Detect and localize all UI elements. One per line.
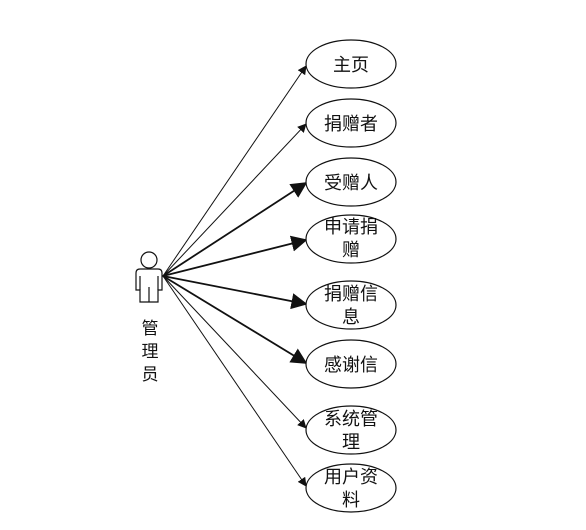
associations (162, 65, 308, 487)
actor-figure (135, 251, 163, 303)
actor-label-char-3: 员 (142, 365, 159, 385)
use-case-donation-info[interactable] (305, 280, 397, 330)
association-arrow-donation-info (162, 275, 308, 310)
use-case-donor-label: 捐赠者 (324, 114, 378, 135)
association-arrow-system-management (162, 275, 307, 429)
use-cases (305, 39, 397, 513)
use-case-thank-you-letter-label: 感谢信 (324, 355, 378, 376)
use-case-system-management-label-line-1: 系统管 (324, 409, 378, 430)
use-case-recipient-label: 受赠人 (324, 173, 378, 194)
actor-body-icon (135, 268, 163, 303)
use-case-apply-donation-label-line-1: 申请捐 (324, 217, 378, 238)
use-case-donor[interactable] (305, 98, 397, 148)
actor-head-icon (140, 251, 158, 269)
use-case-donation-info-label-line-1: 捐赠信 (324, 284, 378, 305)
use-case-apply-donation-label-line-2: 赠 (342, 240, 360, 261)
association-arrow-recipient (162, 182, 308, 277)
use-case-donation-info-label-line-2: 息 (342, 307, 360, 328)
use-case-user-profile-label-line-2: 料 (342, 490, 360, 511)
actor-label-char-1: 管 (142, 319, 159, 339)
use-case-thank-you-letter[interactable] (305, 339, 397, 389)
use-case-user-profile[interactable] (305, 463, 397, 513)
use-case-recipient[interactable] (305, 157, 397, 207)
use-case-home[interactable] (305, 39, 397, 89)
association-arrow-user-profile (162, 275, 307, 487)
association-arrow-home (162, 65, 307, 277)
use-case-apply-donation[interactable] (305, 214, 397, 264)
use-case-system-management-label-line-2: 理 (342, 432, 360, 453)
association-arrow-donor (162, 123, 307, 277)
association-arrow-thank-you-letter (162, 275, 308, 364)
use-case-home-label: 主页 (333, 55, 369, 76)
use-case-user-profile-label-line-1: 用户资 (324, 467, 378, 488)
actor-label-char-2: 理 (142, 342, 159, 362)
association-arrow-apply-donation (162, 235, 308, 277)
use-case-system-management[interactable] (305, 405, 397, 455)
